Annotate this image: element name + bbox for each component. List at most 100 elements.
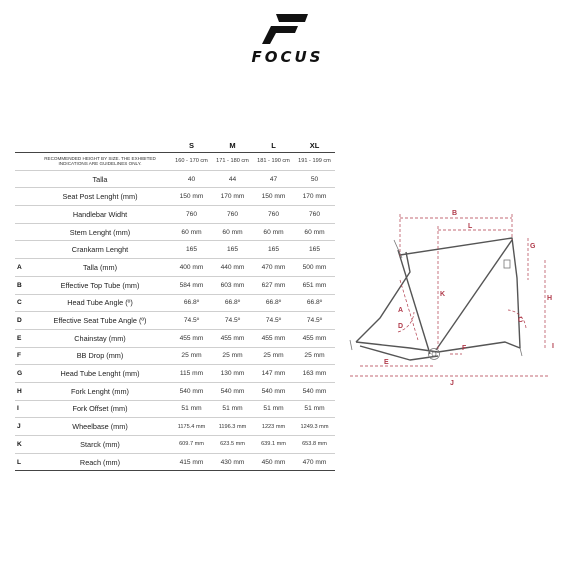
table-row: J Wheelbase (mm) 1175.4 mm 1196.3 mm 122… <box>15 418 335 436</box>
row-value: 623.5 mm <box>220 441 245 448</box>
row-letter: B <box>17 281 22 289</box>
row-letter: C <box>17 299 22 307</box>
row-name: Handlebar Widht <box>72 209 128 219</box>
row-value: 440 mm <box>220 263 245 271</box>
row-name: Stem Lenght (mm) <box>69 227 131 237</box>
row-value: 47 <box>269 175 278 183</box>
row-value: 540 mm <box>261 387 286 395</box>
row-letter: L <box>17 458 22 466</box>
frame-details <box>349 239 523 360</box>
row-name: Seat Post Lenght (mm) <box>62 192 138 202</box>
row-value: 66.8º <box>224 299 241 307</box>
row-letter <box>15 188 29 206</box>
frame-outline <box>355 237 521 361</box>
row-name: Starck (mm) <box>80 439 120 449</box>
row-value: 74.5º <box>224 317 241 325</box>
row-value: 400 mm <box>179 263 204 271</box>
row-value: 455 mm <box>179 334 204 342</box>
row-value: 25 mm <box>263 352 284 360</box>
row-value: 25 mm <box>304 352 325 360</box>
row-value: 40 <box>187 175 196 183</box>
row-value: 639.1 mm <box>261 441 286 448</box>
row-value: 74.5º <box>265 317 282 325</box>
row-value: 44 <box>228 175 237 183</box>
row-name: Crankarm Lenght <box>71 245 129 255</box>
row-value: 540 mm <box>302 387 327 395</box>
size-header: M <box>229 141 236 150</box>
row-value: 415 mm <box>179 458 204 466</box>
dimension-label-i: I <box>552 343 554 350</box>
row-letter <box>15 153 29 171</box>
row-name: Talla <box>92 174 108 184</box>
dimension-label-l: L <box>468 223 473 230</box>
row-value: 51 mm <box>181 405 202 413</box>
row-value: 66.8º <box>183 299 200 307</box>
row-letter: K <box>17 440 22 448</box>
row-name: Head Tube Lenght (mm) <box>60 369 140 379</box>
row-letter: D <box>17 317 22 325</box>
dimension-label-a: A <box>398 307 403 314</box>
brand-logo: FOCUS <box>0 10 575 66</box>
dimension-label-h: H <box>547 295 552 302</box>
row-letter <box>15 241 29 259</box>
row-name: Talla (mm) <box>82 262 118 272</box>
row-value: 165 <box>226 246 238 254</box>
row-letter <box>15 206 29 224</box>
row-value: 51 mm <box>263 405 284 413</box>
table-row: K Starck (mm) 609.7 mm 623.5 mm 639.1 mm… <box>15 436 335 454</box>
row-value: 181 - 190 cm <box>257 158 290 165</box>
geometry-table: S M L XL RECOMMENDED HEIGHT BY SIZE. THE… <box>15 139 335 471</box>
table-row: Crankarm Lenght 165 165 165 165 <box>15 241 335 259</box>
table-row: L Reach (mm) 415 mm 430 mm 450 mm 470 mm <box>15 453 335 471</box>
row-value: 1249.3 mm <box>300 423 329 430</box>
frame-geometry-diagram: B L G H K A D C E F I J <box>349 210 554 387</box>
table-row: Talla 40 44 47 50 <box>15 170 335 188</box>
dimension-label-j: J <box>450 380 454 387</box>
row-value: 74.5º <box>183 317 200 325</box>
row-value: 627 mm <box>261 281 286 289</box>
row-value: 450 mm <box>261 458 286 466</box>
row-name: Fork Offset (mm) <box>72 404 128 414</box>
row-name: RECOMMENDED HEIGHT BY SIZE. THE EXHIBITE… <box>44 155 156 167</box>
row-name: Effective Top Tube (mm) <box>60 280 140 290</box>
row-value: 74.5º <box>306 317 323 325</box>
row-value: 165 <box>267 246 279 254</box>
row-name: Head Tube Angle (º) <box>67 298 133 308</box>
row-value: 66.8º <box>306 299 323 307</box>
table-row: RECOMMENDED HEIGHT BY SIZE. THE EXHIBITE… <box>15 152 335 171</box>
table-row: I Fork Offset (mm) 51 mm 51 mm 51 mm 51 … <box>15 400 335 418</box>
row-value: 50 <box>310 175 319 183</box>
row-letter: H <box>17 387 22 395</box>
row-value: 66.8º <box>265 299 282 307</box>
size-header: XL <box>309 141 320 150</box>
row-value: 430 mm <box>220 458 245 466</box>
row-value: 609.7 mm <box>179 441 204 448</box>
table-row: F BB Drop (mm) 25 mm 25 mm 25 mm 25 mm <box>15 347 335 365</box>
row-name: Fork Lenght (mm) <box>71 386 129 396</box>
row-value: 500 mm <box>302 263 327 271</box>
row-value: 760 <box>267 210 279 218</box>
row-letter: J <box>17 423 21 431</box>
row-value: 165 <box>308 246 320 254</box>
row-value: 115 mm <box>179 370 204 378</box>
row-value: 165 <box>185 246 197 254</box>
row-value: 760 <box>185 210 197 218</box>
table-row: D Effective Seat Tube Angle (º) 74.5º 74… <box>15 312 335 330</box>
row-value: 130 mm <box>220 370 245 378</box>
table-row: A Talla (mm) 400 mm 440 mm 470 mm 500 mm <box>15 259 335 277</box>
row-letter <box>15 170 29 188</box>
row-value: 25 mm <box>181 352 202 360</box>
row-value: 1196.3 mm <box>218 423 247 430</box>
row-value: 60 mm <box>304 228 325 236</box>
row-value: 147 mm <box>261 370 286 378</box>
row-value: 25 mm <box>222 352 243 360</box>
row-value: 1223 mm <box>261 423 286 430</box>
row-value: 603 mm <box>220 281 245 289</box>
row-letter <box>15 223 29 241</box>
table-row: Seat Post Lenght (mm) 150 mm 170 mm 150 … <box>15 188 335 206</box>
row-name: Reach (mm) <box>79 457 121 467</box>
table-row: G Head Tube Lenght (mm) 115 mm 130 mm 14… <box>15 365 335 383</box>
row-value: 150 mm <box>179 193 204 201</box>
row-name: Chainstay (mm) <box>74 333 126 343</box>
row-value: 51 mm <box>304 405 325 413</box>
